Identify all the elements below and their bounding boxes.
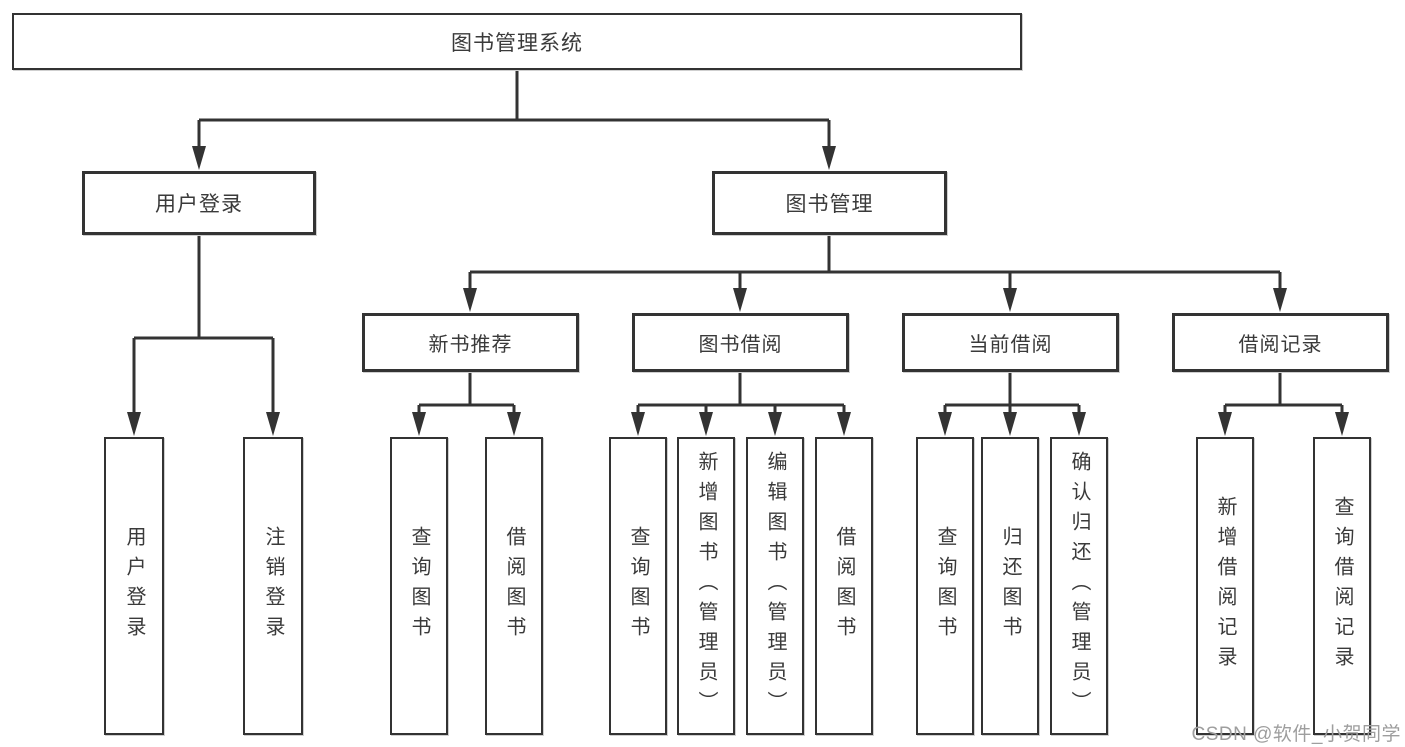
node-label: 查询借阅记录 <box>1331 496 1353 676</box>
node-label: 用户登录 <box>155 193 243 216</box>
connector-newbook-to-leaves <box>417 372 516 416</box>
leaf-confirm-return-admin: 确认归还（管理员） <box>1050 437 1108 735</box>
connector-userlogin-to-leaves <box>132 235 275 416</box>
node-label: 借阅图书 <box>833 526 855 646</box>
node-label: 查询图书 <box>408 526 430 646</box>
connector-root-to-level2 <box>197 70 831 150</box>
leaf-query-books-recommend: 查询图书 <box>390 437 448 735</box>
leaf-query-borrow-record: 查询借阅记录 <box>1313 437 1371 735</box>
node-label: 归还图书 <box>999 526 1021 646</box>
leaf-user-login: 用户登录 <box>104 437 164 735</box>
node-label: 用户登录 <box>123 526 145 646</box>
node-label: 图书管理系统 <box>451 31 583 55</box>
node-label: 新增图书（管理员） <box>695 451 717 721</box>
node-label: 确认归还（管理员） <box>1068 451 1090 721</box>
node-book-borrowing: 图书借阅 <box>632 313 849 372</box>
node-borrowing-records: 借阅记录 <box>1172 313 1389 372</box>
node-book-management: 图书管理 <box>712 171 947 235</box>
node-new-book-recommend: 新书推荐 <box>362 313 579 372</box>
node-label: 注销登录 <box>262 526 284 646</box>
leaf-add-borrow-record: 新增借阅记录 <box>1196 437 1254 735</box>
connector-borrowing-to-leaves <box>636 372 846 416</box>
node-user-login: 用户登录 <box>82 171 316 235</box>
node-label: 编辑图书（管理员） <box>764 451 786 721</box>
node-current-borrowing: 当前借阅 <box>902 313 1119 372</box>
node-label: 借阅记录 <box>1238 334 1323 356</box>
node-label: 借阅图书 <box>503 526 525 646</box>
node-label: 新增借阅记录 <box>1214 496 1236 676</box>
node-label: 当前借阅 <box>968 334 1053 356</box>
node-label: 新书推荐 <box>428 334 513 356</box>
leaf-query-books-current: 查询图书 <box>916 437 974 735</box>
connector-bookmgmt-to-level3 <box>468 235 1282 292</box>
connector-records-to-leaves <box>1223 372 1344 416</box>
node-label: 查询图书 <box>627 526 649 646</box>
leaf-borrow-books: 借阅图书 <box>815 437 873 735</box>
csdn-watermark: CSDN @软件_小贺同学 <box>1191 724 1401 745</box>
node-label: 图书管理 <box>785 193 874 216</box>
leaf-borrow-books-recommend: 借阅图书 <box>485 437 543 735</box>
arrowheads <box>127 146 1349 436</box>
node-label: 图书借阅 <box>698 334 783 356</box>
leaf-query-books-borrowing: 查询图书 <box>609 437 667 735</box>
leaf-edit-books-admin: 编辑图书（管理员） <box>746 437 804 735</box>
leaf-return-books: 归还图书 <box>981 437 1039 735</box>
leaf-logout: 注销登录 <box>243 437 303 735</box>
leaf-add-books-admin: 新增图书（管理员） <box>677 437 735 735</box>
node-library-management-system: 图书管理系统 <box>12 13 1022 70</box>
connector-currentborrow-to-leaves <box>943 372 1081 416</box>
node-label: 查询图书 <box>934 526 956 646</box>
